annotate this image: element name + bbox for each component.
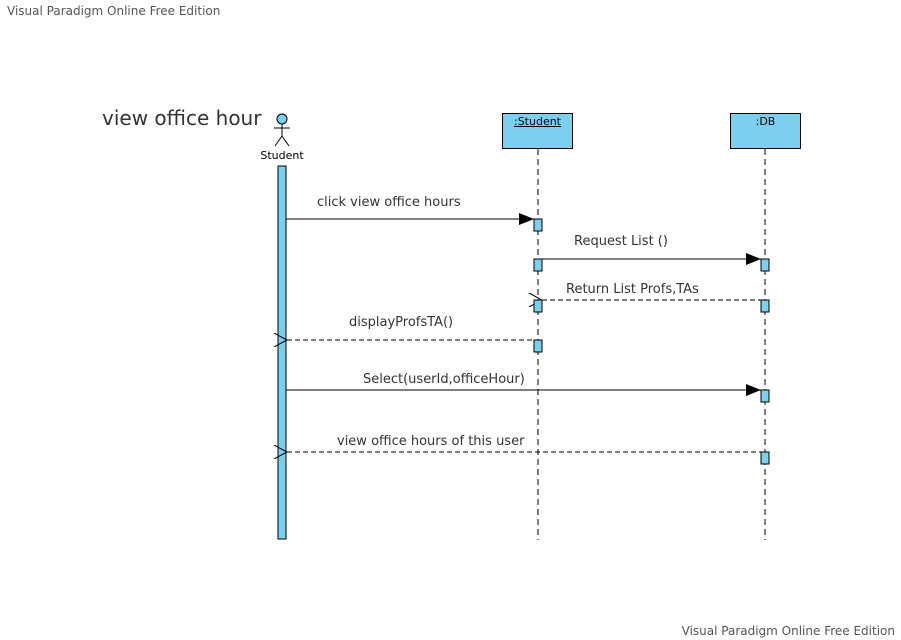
activation-box[interactable] (760, 451, 770, 465)
message-label: view office hours of this user (337, 434, 525, 449)
activation-box[interactable] (760, 389, 770, 403)
activation-box[interactable] (533, 218, 543, 232)
lifeline-label: :Student (513, 115, 561, 128)
actor-activation-bar[interactable] (277, 165, 287, 540)
message-label: Select(userId,officeHour) (363, 372, 525, 387)
activation-box[interactable] (533, 299, 543, 313)
message-label: click view office hours (317, 195, 461, 210)
diagram-title[interactable]: view office hour (102, 106, 262, 130)
watermark-bottom: Visual Paradigm Online Free Edition (681, 624, 895, 638)
actor-label: Student (260, 149, 304, 162)
message-label: Request List () (574, 234, 668, 249)
watermark-top: Visual Paradigm Online Free Edition (7, 4, 221, 18)
activation-box[interactable] (760, 258, 770, 272)
stick-figure-icon[interactable] (274, 113, 290, 147)
activation-box[interactable] (760, 299, 770, 313)
lifeline-head-student-object[interactable]: :Student (502, 113, 573, 149)
message-label: displayProfsTA() (349, 315, 454, 330)
lifeline-label: :DB (755, 115, 776, 128)
activation-box[interactable] (533, 339, 543, 353)
message-label: Return List Profs,TAs (566, 282, 699, 297)
lifeline-head-db[interactable]: :DB (730, 113, 801, 149)
activation-box[interactable] (533, 258, 543, 272)
